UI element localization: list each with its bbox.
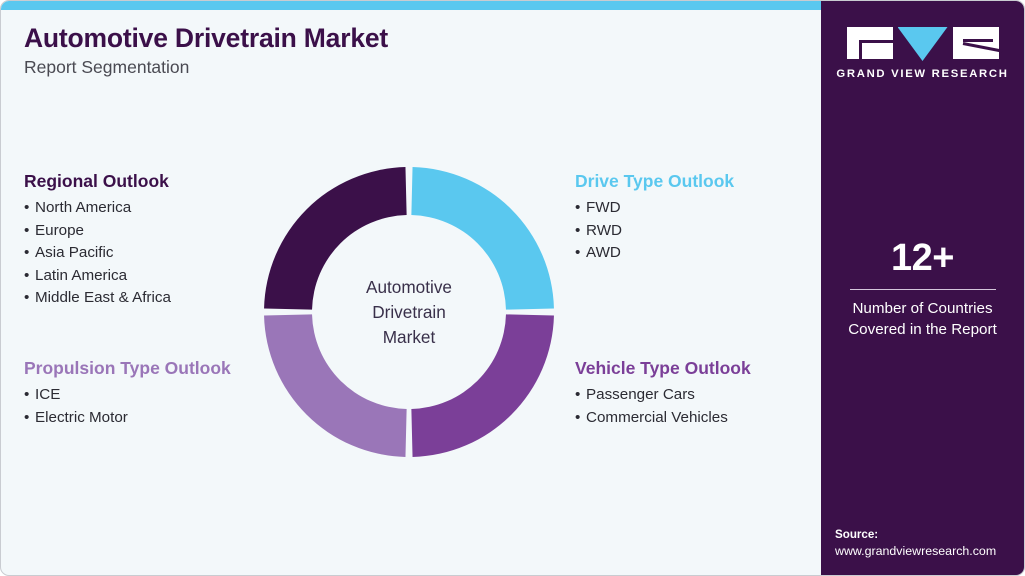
donut-slice-regional [264, 167, 407, 310]
donut-chart: Automotive Drivetrain Market [264, 167, 554, 457]
segment-propulsion-type-outlook: Propulsion Type Outlook ICE Electric Mot… [24, 358, 231, 429]
list-item: Middle East & Africa [24, 287, 171, 310]
list-item: FWD [575, 197, 734, 220]
header: Automotive Drivetrain Market Report Segm… [24, 23, 764, 78]
stat-caption-line-2: Covered in the Report [848, 320, 997, 338]
list-item: Passenger Cars [575, 384, 751, 407]
stat-caption: Number of Countries Covered in the Repor… [821, 298, 1024, 340]
logo-marks [821, 27, 1024, 61]
page-title: Automotive Drivetrain Market [24, 23, 389, 53]
donut-svg [264, 167, 554, 457]
segment-title-propulsion: Propulsion Type Outlook [24, 358, 231, 378]
list-item: North America [24, 197, 171, 220]
segment-title-vehicle: Vehicle Type Outlook [575, 358, 751, 378]
page-subtitle: Report Segmentation [24, 57, 190, 78]
stat-caption-line-1: Number of Countries [852, 299, 993, 317]
segment-list-drive: FWD RWD AWD [575, 197, 734, 265]
source-url[interactable]: www.grandviewresearch.com [835, 544, 997, 558]
donut-slice-propulsion-type [264, 314, 407, 457]
grand-view-research-logo: GRAND VIEW RESEARCH [821, 27, 1024, 80]
list-item: AWD [575, 242, 734, 265]
source-block: Source: www.grandviewresearch.com [835, 527, 1024, 560]
segment-list-vehicle: Passenger Cars Commercial Vehicles [575, 384, 751, 429]
segment-drive-type-outlook: Drive Type Outlook FWD RWD AWD [575, 171, 734, 265]
stat-number: 12+ [891, 237, 954, 279]
logo-v-triangle-icon [897, 27, 948, 61]
list-item: Asia Pacific [24, 242, 171, 265]
list-item: Latin America [24, 265, 171, 288]
segment-vehicle-type-outlook: Vehicle Type Outlook Passenger Cars Comm… [575, 358, 751, 429]
segment-list-propulsion: ICE Electric Motor [24, 384, 231, 429]
segment-title-regional: Regional Outlook [24, 171, 169, 191]
logo-g-icon [846, 27, 897, 59]
logo-r-icon [952, 27, 999, 59]
list-item: RWD [575, 220, 734, 243]
segment-list-regional: North America Europe Asia Pacific Latin … [24, 197, 171, 310]
segment-title-drive: Drive Type Outlook [575, 171, 735, 191]
list-item: Electric Motor [24, 407, 231, 430]
stat-block: 12+ Number of Countries Covered in the R… [821, 237, 1024, 340]
top-accent-bar [1, 1, 823, 10]
source-label: Source: [835, 528, 879, 541]
list-item: Commercial Vehicles [575, 407, 751, 430]
donut-slice-vehicle-type [411, 314, 554, 457]
list-item: ICE [24, 384, 231, 407]
list-item: Europe [24, 220, 171, 243]
side-panel: GRAND VIEW RESEARCH 12+ Number of Countr… [821, 1, 1024, 575]
segment-regional-outlook: Regional Outlook North America Europe As… [24, 171, 171, 310]
donut-slice-drive-type [411, 167, 554, 310]
stat-divider [849, 288, 996, 290]
logo-wordmark: GRAND VIEW RESEARCH [836, 68, 1009, 80]
